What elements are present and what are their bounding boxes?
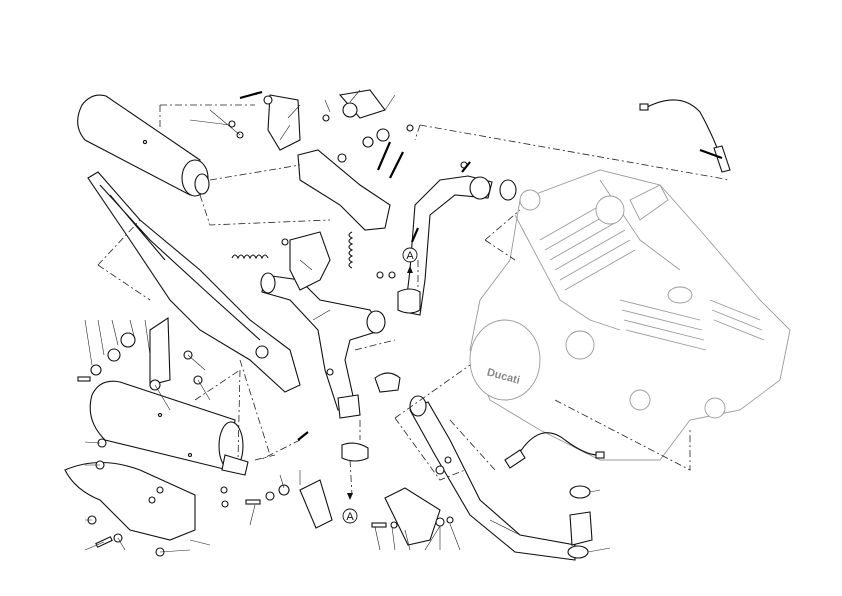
upper-muffler [77,94,210,197]
hardware [77,95,468,557]
arrow-up-icon [407,266,413,273]
heat-shield-lower [64,462,196,541]
svg-text:A: A [346,511,354,523]
reference-a-upper: A [402,247,418,273]
vertical-cylinder-header [397,175,517,316]
callout-leaders [84,89,611,553]
muffler-bracket [267,94,301,151]
lower-muffler [89,380,249,476]
heat-shield-upper [297,149,391,231]
clamp-bracket [299,479,333,529]
engine-block: Ducati [469,169,791,461]
lambda-sensor-upper [639,99,731,173]
horizontal-cylinder-header [409,395,593,561]
heat-shield-header [384,487,441,546]
assembly-lines [97,104,731,496]
lambda-sensor-lower [504,432,605,469]
svg-text:A: A [406,250,414,262]
spring [348,231,354,269]
y-pipe [260,272,386,462]
gasket [499,179,517,201]
clamp [374,372,401,393]
exhaust-bracket [289,231,331,291]
reference-a-lower: A [342,493,358,524]
gasket-lower [569,485,591,499]
silencer-bracket [149,316,171,386]
arrow-down-icon [347,493,353,500]
spring [231,254,269,260]
clutch-cover [469,319,541,401]
